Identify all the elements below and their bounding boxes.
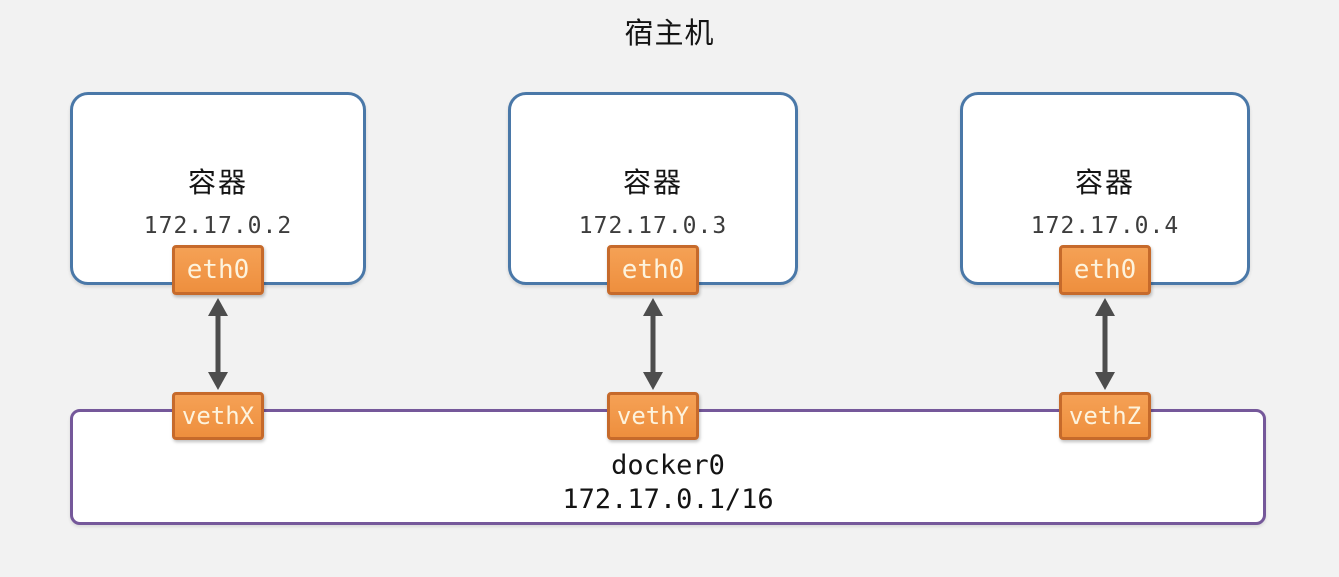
container-label: 容器 [622, 167, 683, 198]
container-ip: 172.17.0.2 [143, 213, 293, 239]
eth0-interface-badge: eth0 [172, 245, 264, 295]
eth0-interface-badge: eth0 [607, 245, 699, 295]
veth-label: vethY [616, 402, 690, 430]
host-title: 宿主机 [624, 18, 715, 50]
veth-label: vethZ [1068, 402, 1142, 430]
container-node: 容器 172.17.0.2 eth0 vethX [70, 92, 366, 452]
container-ip: 172.17.0.4 [1030, 213, 1180, 239]
double-arrow-icon [1095, 298, 1115, 390]
container-node: 容器 172.17.0.4 eth0 vethZ [960, 92, 1250, 452]
double-arrow-icon [643, 298, 663, 390]
container-label: 容器 [187, 167, 248, 198]
container-label: 容器 [1074, 167, 1135, 198]
eth0-label: eth0 [1073, 255, 1137, 285]
bridge-name-label: docker0 [611, 450, 725, 481]
veth-interface-badge: vethZ [1059, 392, 1151, 440]
eth0-label: eth0 [621, 255, 685, 285]
veth-label: vethX [181, 402, 255, 430]
eth0-label: eth0 [186, 255, 250, 285]
eth0-interface-badge: eth0 [1059, 245, 1151, 295]
container-ip: 172.17.0.3 [578, 213, 728, 239]
bridge-subnet-label: 172.17.0.1/16 [562, 484, 774, 515]
double-arrow-icon [208, 298, 228, 390]
veth-interface-badge: vethX [172, 392, 264, 440]
container-node: 容器 172.17.0.3 eth0 vethY [508, 92, 798, 452]
veth-interface-badge: vethY [607, 392, 699, 440]
